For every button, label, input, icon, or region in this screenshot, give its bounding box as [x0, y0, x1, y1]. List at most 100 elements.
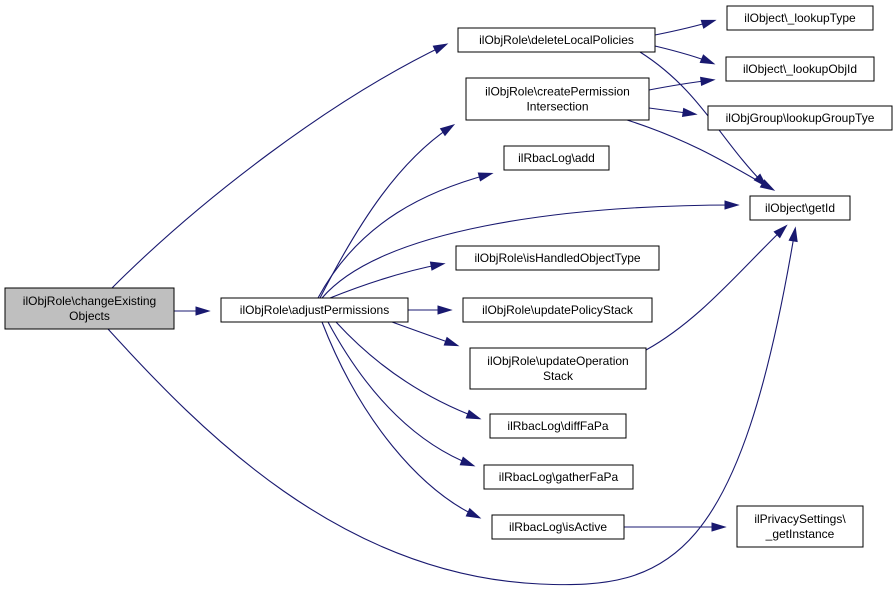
node-box	[707, 105, 893, 131]
edge-line	[335, 321, 479, 419]
node-getId[interactable]: ilObject\getId	[749, 195, 851, 221]
arrowhead-icon	[700, 19, 717, 29]
edge-line	[111, 44, 446, 289]
edge-root-to-deleteLocal	[111, 43, 449, 289]
edge-adjust-to-rbacAdd	[317, 172, 494, 299]
edge-line	[321, 204, 737, 299]
edge-adjust-to-updatePolicy	[408, 305, 453, 315]
edge-adjust-to-createPerm	[319, 123, 456, 299]
node-box	[455, 245, 660, 271]
edge-line	[317, 173, 491, 299]
node-label: Intersection	[526, 100, 588, 114]
arrowhead-icon	[459, 456, 476, 467]
node-label: ilObjGroup\lookupGroupTye	[726, 111, 875, 125]
node-box	[749, 195, 851, 221]
edge-adjust-to-getId	[321, 200, 740, 299]
node-box	[220, 297, 409, 323]
node-box	[462, 297, 653, 323]
node-label: ilObjRole\changeExisting	[23, 294, 156, 308]
arrowhead-icon	[195, 306, 211, 316]
node-privacy[interactable]: ilPrivacySettings\_getInstance	[736, 505, 864, 548]
node-box	[483, 464, 634, 490]
node-label: Objects	[69, 309, 110, 323]
edge-line	[321, 321, 479, 518]
node-lookupObjId[interactable]: ilObject\_lookupObjId	[725, 56, 875, 82]
call-graph-edges	[107, 19, 798, 586]
edge-createPerm-to-lookupObjId	[648, 76, 716, 91]
edge-line	[107, 229, 796, 586]
node-rbacAdd[interactable]: ilRbacLog\add	[503, 145, 610, 171]
node-diffFaPa[interactable]: ilRbacLog\diffFaPa	[489, 413, 627, 439]
edge-line	[327, 321, 473, 466]
arrowhead-icon	[443, 336, 460, 347]
node-label: ilObject\getId	[765, 201, 835, 215]
node-label: ilObjRole\updatePolicyStack	[482, 303, 634, 317]
node-updatePolicy[interactable]: ilObjRole\updatePolicyStack	[462, 297, 653, 323]
node-label: ilRbacLog\add	[518, 151, 595, 165]
node-box	[4, 287, 175, 330]
edge-root-to-getId	[107, 226, 798, 586]
arrowhead-icon	[681, 107, 698, 118]
node-isHandled[interactable]: ilObjRole\isHandledObjectType	[455, 245, 660, 271]
node-gatherFaPa[interactable]: ilRbacLog\gatherFaPa	[483, 464, 634, 490]
arrowhead-icon	[700, 76, 716, 86]
arrowhead-icon	[788, 226, 798, 243]
arrowhead-icon	[437, 305, 453, 315]
node-label: ilPrivacySettings\	[754, 512, 846, 526]
arrowhead-icon	[699, 54, 716, 65]
edge-adjust-to-isHandled	[329, 261, 446, 299]
edge-root-to-adjust	[174, 306, 211, 316]
edge-adjust-to-diffFaPa	[335, 321, 482, 420]
arrowhead-icon	[773, 224, 788, 239]
edge-deleteLocal-to-lookupType	[654, 19, 717, 36]
node-box	[726, 5, 874, 31]
node-label: ilRbacLog\gatherFaPa	[499, 470, 619, 484]
node-box	[489, 413, 627, 439]
arrowhead-icon	[429, 261, 446, 271]
node-isActive[interactable]: ilRbacLog\isActive	[491, 514, 625, 540]
edge-line	[626, 119, 773, 190]
edge-updateOp-to-getId	[645, 224, 788, 351]
node-box	[465, 77, 650, 121]
arrowhead-icon	[711, 522, 727, 532]
node-lookupType[interactable]: ilObject\_lookupType	[726, 5, 874, 31]
node-label: ilObjRole\updateOperation	[487, 354, 628, 368]
edge-adjust-to-updateOp	[391, 321, 460, 347]
node-lookupGroup[interactable]: ilObjGroup\lookupGroupTye	[707, 105, 893, 131]
edge-line	[319, 125, 453, 299]
node-label: ilObject\_lookupType	[744, 11, 856, 25]
node-box	[469, 347, 647, 390]
edge-deleteLocal-to-lookupObjId	[654, 45, 716, 65]
node-label: _getInstance	[765, 527, 835, 541]
arrowhead-icon	[439, 123, 456, 137]
edge-line	[329, 263, 443, 299]
node-label: ilObjRole\deleteLocalPolicies	[479, 33, 634, 47]
node-deleteLocal[interactable]: ilObjRole\deleteLocalPolicies	[457, 27, 656, 53]
node-label: ilObjRole\isHandledObjectType	[474, 251, 640, 265]
edge-createPerm-to-lookupGroup	[648, 107, 698, 118]
edge-adjust-to-gatherFaPa	[327, 321, 476, 467]
node-adjust[interactable]: ilObjRole\adjustPermissions	[220, 297, 409, 323]
node-label: ilObjRole\adjustPermissions	[240, 303, 389, 317]
node-box	[725, 56, 875, 82]
node-box	[491, 514, 625, 540]
node-label: ilRbacLog\diffFaPa	[507, 419, 609, 433]
edge-isActive-to-privacy	[624, 522, 727, 532]
arrowhead-icon	[724, 200, 740, 210]
edge-line	[645, 226, 786, 351]
node-label: ilObjRole\createPermission	[485, 85, 630, 99]
node-label: ilRbacLog\isActive	[509, 520, 607, 534]
node-label: ilObject\_lookupObjId	[743, 62, 857, 76]
arrowhead-icon	[465, 507, 482, 519]
node-label: Stack	[543, 369, 574, 383]
arrowhead-icon	[432, 43, 449, 55]
arrowhead-icon	[477, 172, 494, 182]
node-box	[457, 27, 656, 53]
node-box	[736, 505, 864, 548]
arrowhead-icon	[759, 179, 776, 191]
